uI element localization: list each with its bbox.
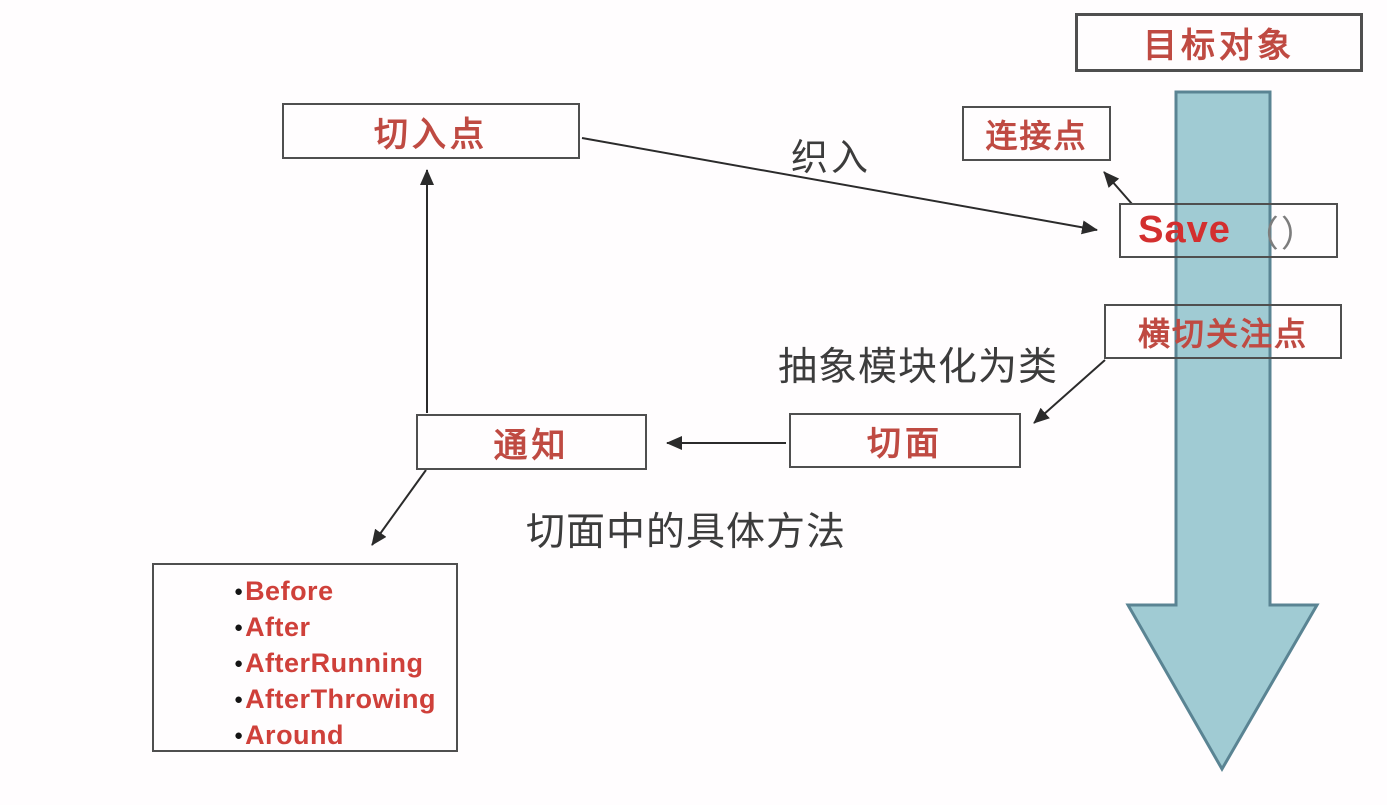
list-item: ● AfterRunning — [234, 645, 456, 681]
node-pointcut: 切入点 — [282, 103, 580, 159]
bullet-icon: ● — [234, 690, 244, 708]
advice-type-around: Around — [245, 719, 345, 750]
edge-save-to-joinpoint — [1103, 171, 1133, 205]
node-advice: 通知 — [416, 414, 647, 470]
bullet-icon: ● — [234, 618, 244, 636]
edge-label-abstract-modularize-as-class: 抽象模块化为类 — [778, 346, 1059, 389]
edge-label-concrete-methods-in-aspect: 切面中的具体方法 — [526, 511, 847, 554]
target-flow-arrow — [1125, 90, 1320, 773]
bullet-icon: ● — [234, 726, 244, 744]
node-pointcut-label: 切入点 — [374, 115, 488, 154]
node-aspect: 切面 — [789, 413, 1021, 468]
bullet-icon: ● — [234, 582, 244, 600]
list-item: ● AfterThrowing — [234, 681, 456, 717]
advice-types-list-box: ● Before ● After ● AfterRunning ● AfterT… — [152, 563, 458, 752]
edge-label-weaving: 织入 — [791, 137, 871, 178]
list-item: ● After — [234, 609, 456, 645]
node-target-object: 目标对象 — [1075, 13, 1363, 72]
node-target-object-label: 目标对象 — [1143, 27, 1295, 65]
node-aspect-label: 切面 — [867, 425, 943, 463]
bullet-icon: ● — [234, 654, 244, 672]
edge-advice-to-advice-list — [371, 469, 427, 546]
node-save-method: Save （） — [1119, 203, 1338, 258]
node-advice-label: 通知 — [493, 426, 570, 465]
advice-type-before: Before — [245, 575, 334, 606]
node-crosscutting-concern-label: 横切关注点 — [1137, 315, 1308, 352]
list-item: ● Before — [234, 573, 456, 609]
list-item: ● Around — [234, 717, 456, 753]
node-join-point: 连接点 — [962, 106, 1111, 161]
advice-type-afterrunning: AfterRunning — [245, 647, 424, 678]
advice-type-after: After — [245, 611, 311, 642]
node-join-point-label: 连接点 — [985, 117, 1088, 154]
node-save-method-label: Save — [1138, 209, 1231, 251]
node-save-method-args: （） — [1242, 212, 1319, 254]
node-crosscutting-concern: 横切关注点 — [1104, 304, 1342, 359]
advice-type-afterthrowing: AfterThrowing — [245, 683, 437, 714]
